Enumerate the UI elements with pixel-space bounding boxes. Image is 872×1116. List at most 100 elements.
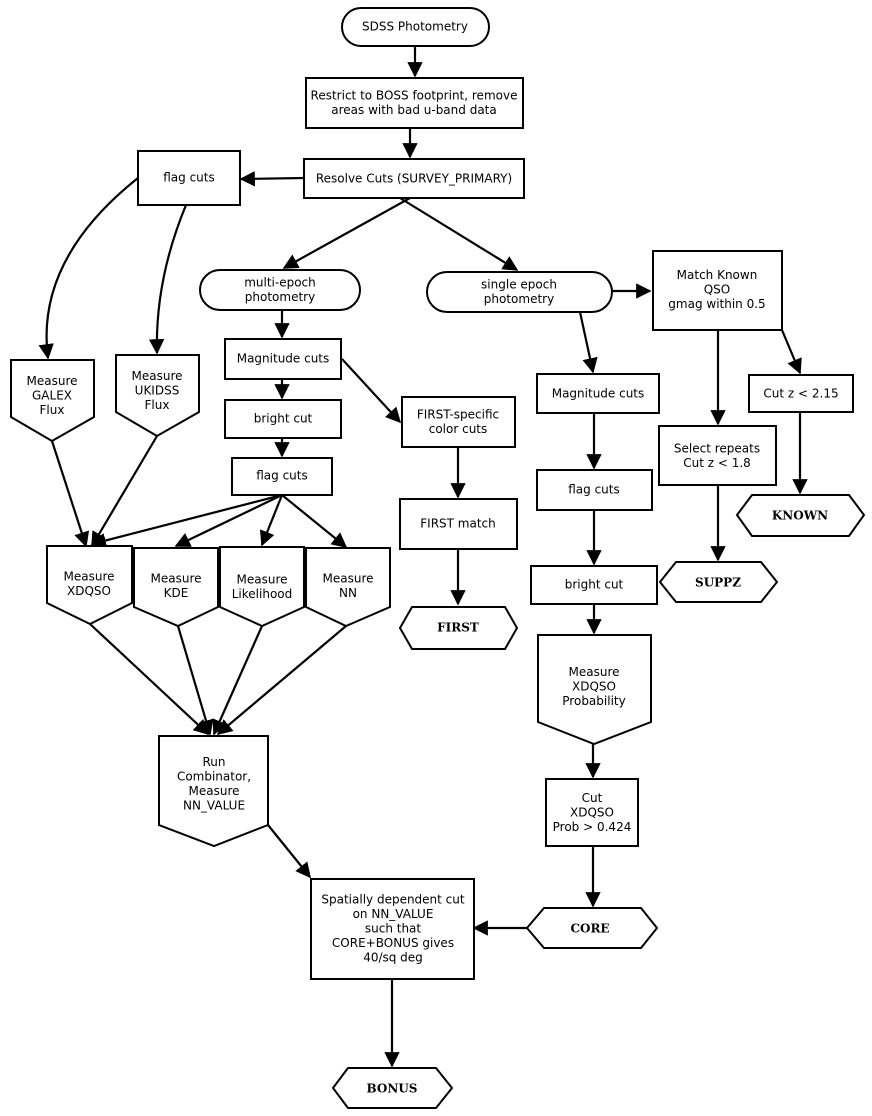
measure-xdqso-label-line: XDQSO [67,584,111,598]
cut-xdqso-prob-label-line: Cut [582,791,603,805]
edge-galex-to-xdqso [50,440,90,548]
svg-text:FIRST match: FIRST match [420,517,496,531]
select-repeats-label-line: Cut z < 1.8 [683,456,751,470]
run-combinator-label-line: NN_VALUE [183,798,245,812]
measure-xdqso-prob-label-line: XDQSO [572,680,616,694]
edge-magcuts-to-firstcolor [341,358,402,424]
node-bright-cut-single: bright cut [530,565,658,605]
first-match-label-line: FIRST match [420,517,496,531]
first-color-cuts-label-line: color cuts [429,422,488,436]
svg-text:FIRST: FIRST [437,621,479,635]
resolve-cuts-label-line: Resolve Cuts (SURVEY_PRIMARY) [316,172,512,186]
node-sdss-photometry: SDSS Photometry [341,7,490,47]
spatial-cut-label-line: 40/sq deg [363,951,423,965]
multi-epoch-label-line: multi-epoch [244,275,316,289]
measure-nn-label-line: NN [339,586,357,600]
node-bonus-terminal: BONUS [331,1067,454,1109]
restrict-boss-label-line: areas with bad u-band data [331,103,496,117]
first-terminal-label-line: FIRST [437,621,479,635]
svg-text:SUPPZ: SUPPZ [695,576,741,590]
node-magnitude-cuts-multi: Magnitude cuts [224,338,342,380]
node-first-match: FIRST match [399,498,518,550]
node-core-terminal: CORE [525,907,659,949]
edge-match-to-cutz [780,329,802,375]
measure-galex-label-line: GALEX [32,389,72,403]
edge-flagmulti-to-xdqso [90,493,283,548]
edge-likelihood-to-combinator [212,625,264,736]
node-flag-cuts-top: flag cuts [137,150,241,206]
svg-text:CORE: CORE [570,922,609,936]
node-flag-cuts-single: flag cuts [536,469,653,511]
spatial-cut-label-line: CORE+BONUS gives [332,936,454,950]
node-suppz-terminal: SUPPZ [658,561,779,603]
measure-galex-label-line: Measure [27,374,78,388]
nodes: SDSS Photometry Restrict to BOSS footpri… [10,7,866,1109]
node-resolve-cuts: Resolve Cuts (SURVEY_PRIMARY) [303,158,525,199]
spatial-cut-label-line: Spatially dependent cut [321,893,464,907]
svg-text:flag cuts: flag cuts [568,483,620,497]
measure-ukidss-label-line: Flux [145,398,170,412]
svg-text:KNOWN: KNOWN [772,509,828,523]
svg-text:Resolve Cuts (SURVEY_PRIMARY): Resolve Cuts (SURVEY_PRIMARY) [316,172,512,186]
measure-kde-label-line: KDE [164,586,189,600]
single-epoch-label-line: single epoch [481,277,557,291]
run-combinator-label-line: Combinator, [177,769,251,783]
svg-text:Restrict to BOSS footprint, re: Restrict to BOSS footprint, removeareas … [311,88,518,117]
edge-kde-to-combinator [176,625,214,736]
edge-resolve-to-multi [282,197,411,269]
suppz-terminal-label-line: SUPPZ [695,576,741,590]
edge-flagtop-to-ukidss [148,204,188,355]
node-cut-z-215: Cut z < 2.15 [748,374,854,413]
edge-flagtop-to-galex [38,177,139,360]
svg-text:bright cut: bright cut [565,578,624,592]
svg-text:Magnitude cuts: Magnitude cuts [552,387,645,401]
measure-kde-label-line: Measure [151,571,202,585]
edge-resolve-to-flagtop [239,171,305,187]
node-bright-cut-multi: bright cut [224,399,342,439]
measure-xdqso-prob-label-line: Probability [562,694,625,708]
cut-xdqso-prob-label-line: XDQSO [570,806,614,820]
edge-xdqso-to-combinator [89,623,210,736]
bonus-terminal-label-line: BONUS [367,1082,418,1096]
cut-xdqso-prob-label-line: Prob > 0.424 [553,820,632,834]
restrict-boss-label-line: Restrict to BOSS footprint, remove [311,88,518,102]
edge-ukidss-to-xdqso [91,435,158,548]
edge-flagmulti-to-kde [174,494,283,547]
measure-xdqso-label-line: Measure [64,569,115,583]
spatial-cut-label-line: such that [365,922,422,936]
flag-cuts-single-label-line: flag cuts [568,483,620,497]
svg-text:flag cuts: flag cuts [256,469,308,483]
svg-text:Magnitude cuts: Magnitude cuts [237,352,330,366]
measure-galex-label-line: Flux [40,403,65,417]
edge-combinator-to-spatial [267,824,311,879]
match-known-label-line: gmag within 0.5 [668,297,765,311]
measure-likelihood-label-line: Likelihood [232,587,293,601]
measure-ukidss-label-line: UKIDSS [135,384,180,398]
measure-likelihood-label-line: Measure [237,572,288,586]
bright-cut-single-label-line: bright cut [565,578,624,592]
edge-flagmulti-to-likelihood [259,494,284,547]
magnitude-cuts-multi-label-line: Magnitude cuts [237,352,330,366]
first-color-cuts-label-line: FIRST-specific [417,407,499,421]
known-terminal-label-line: KNOWN [772,509,828,523]
